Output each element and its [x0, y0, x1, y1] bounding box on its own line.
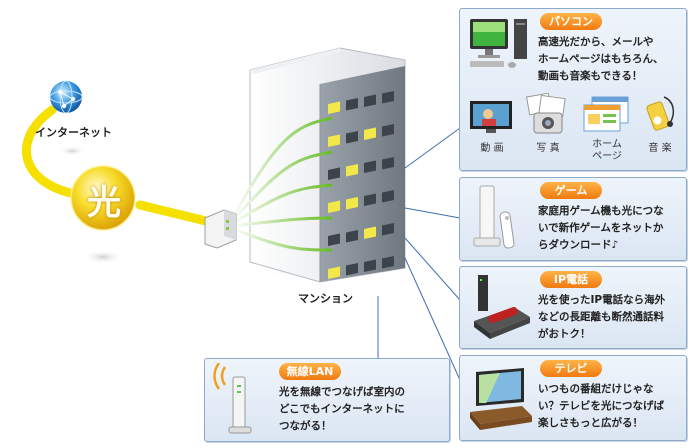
- window: [346, 263, 358, 276]
- window: [382, 190, 394, 203]
- window: [346, 98, 358, 111]
- window: [382, 157, 394, 170]
- window: [382, 256, 394, 269]
- game-description: 家庭用ゲーム機も光につな いで新作ゲームをネットか らダウンロード♪: [538, 205, 664, 251]
- fiber-orb-label: 光: [87, 183, 121, 223]
- lit-window: [346, 197, 358, 210]
- pc-description: 高速光だから、メールや ホームページはもちろん、 動画も音楽もできる！: [538, 36, 664, 82]
- tv-badge: テレビ: [540, 360, 602, 377]
- photo-label: 写 真: [536, 143, 560, 154]
- lit-window: [364, 127, 376, 140]
- window: [364, 160, 376, 173]
- window: [382, 91, 394, 104]
- lit-window: [364, 226, 376, 239]
- tv-icon: [470, 368, 532, 430]
- ipphone-description: 光を使ったIP電話なら海外 などの長距離も断然通話料 がおトク！: [538, 294, 666, 340]
- game-panel: ゲーム 家庭用ゲーム機も光につな いで新作ゲームをネットか らダウンロード♪: [459, 177, 687, 261]
- ipphone-badge: IP電話: [540, 271, 602, 288]
- window: [328, 233, 340, 246]
- lit-window: [328, 266, 340, 279]
- window: [364, 193, 376, 206]
- game-console-icon: [473, 185, 515, 249]
- pc-badge: パソコン: [540, 13, 602, 30]
- music-label: 音 楽: [648, 143, 672, 154]
- wireless-router-icon: [213, 363, 252, 434]
- wlan-panel: 無線LAN 光を無線でつなげば室内の どこでもインターネットに つながる！: [204, 358, 450, 442]
- lit-window: [346, 164, 358, 177]
- window: [328, 167, 340, 180]
- computer-icon: [470, 19, 527, 68]
- homepage-icon: [583, 96, 629, 132]
- homepage-label: ホーム ページ: [592, 139, 622, 162]
- lit-window: [328, 200, 340, 213]
- window: [382, 223, 394, 236]
- building-label: マンション: [298, 292, 353, 305]
- music-icon: [646, 96, 675, 131]
- window: [364, 259, 376, 272]
- window: [346, 230, 358, 243]
- wlan-badge: 無線LAN: [279, 363, 341, 380]
- tv-description: いつもの番組だけじゃな い？テレビを光につなげば 楽しさもっと広がる！: [538, 383, 664, 429]
- window: [364, 94, 376, 107]
- video-icon: [470, 101, 512, 133]
- lit-window: [328, 101, 340, 114]
- game-badge: ゲーム: [540, 182, 602, 199]
- internet-label: インターネット: [35, 126, 112, 139]
- ipphone-panel: IP電話 光を使ったIP電話なら海外 などの長距離も断然通話料 がおトク！: [459, 266, 687, 349]
- pc-panel: パソコン 高速光だから、メールや ホームページはもちろん、 動画も音楽もできる！: [459, 8, 687, 171]
- video-label: 動 画: [480, 143, 504, 154]
- lit-window: [328, 134, 340, 147]
- tv-panel: テレビ いつもの番組だけじゃな い？テレビを光につなげば 楽しさもっと広がる！: [459, 355, 687, 441]
- window: [382, 124, 394, 137]
- wlan-description: 光を無線でつなげば室内の どこでもインターネットに つながる！: [279, 386, 405, 432]
- photo-icon: [526, 93, 566, 134]
- ip-phone-icon: [474, 275, 530, 339]
- window: [346, 131, 358, 144]
